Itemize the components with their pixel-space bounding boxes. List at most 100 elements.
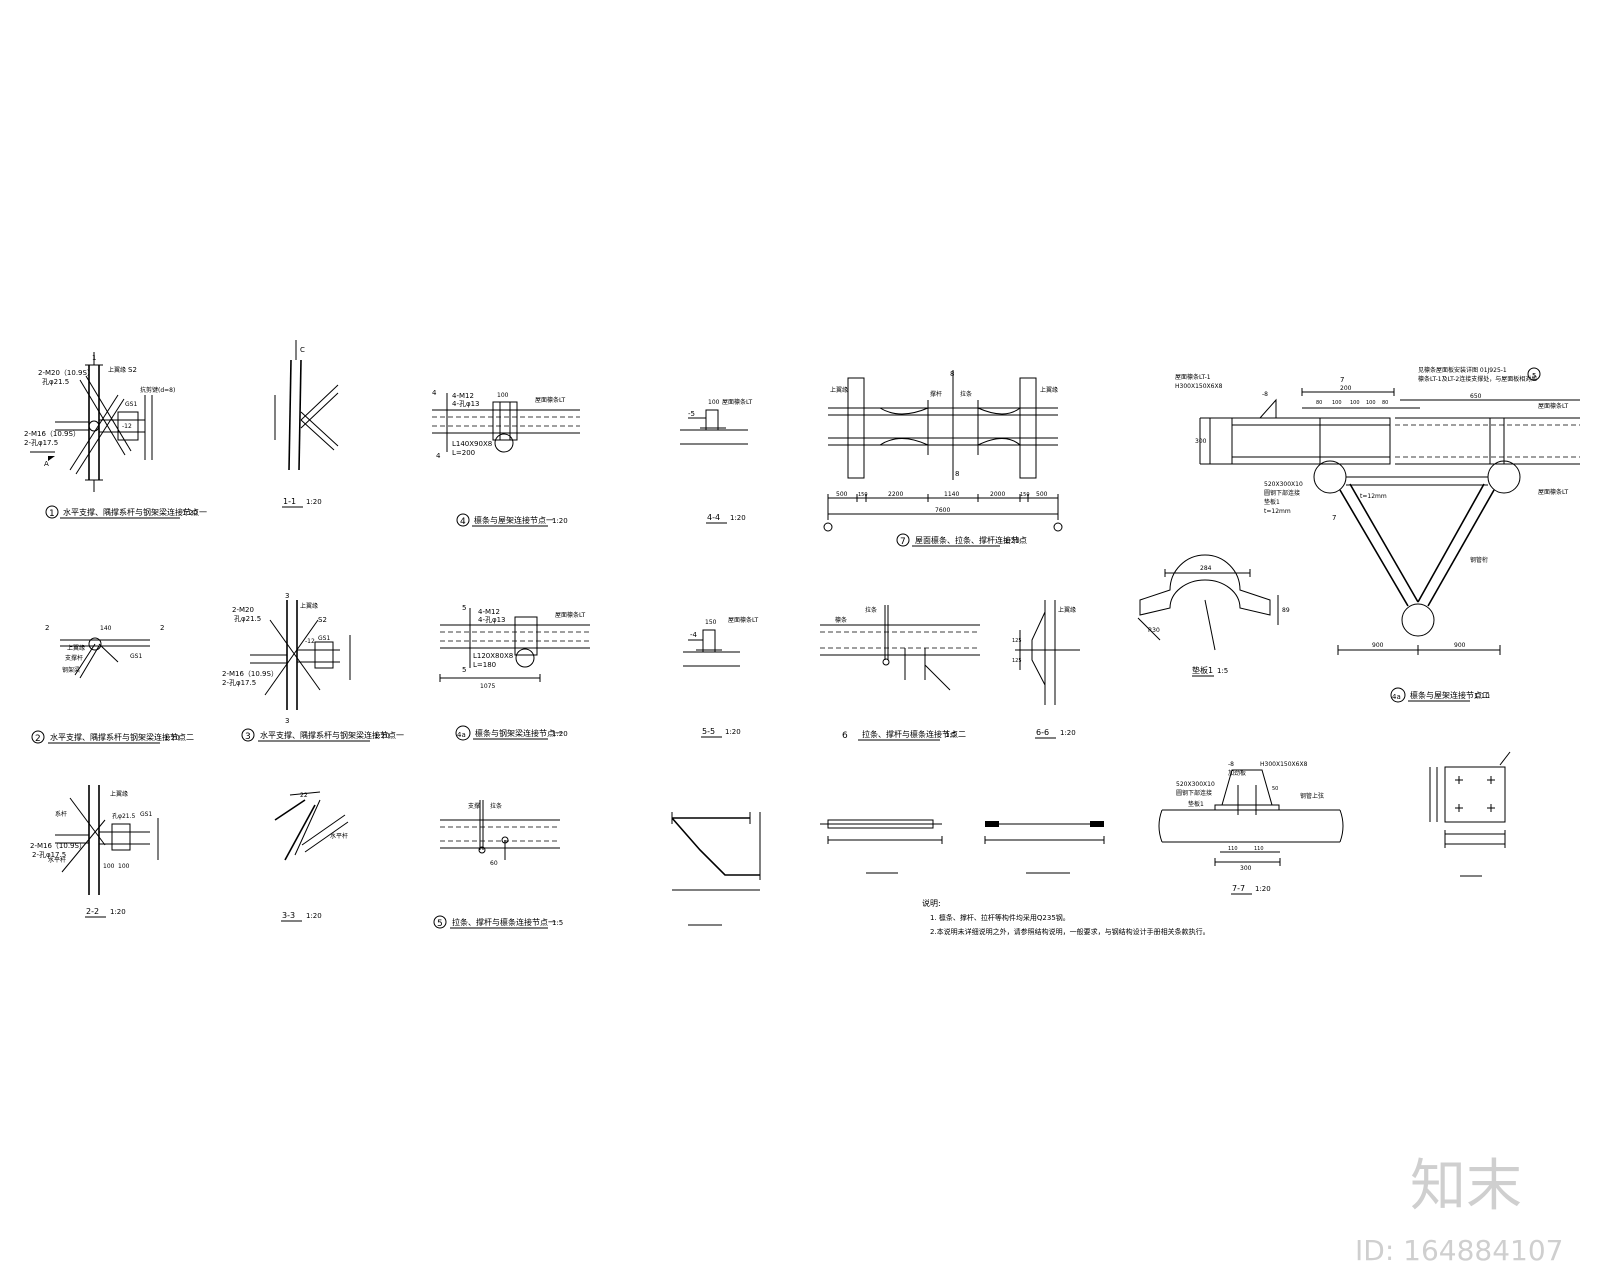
label: 22	[300, 792, 308, 799]
label: 100	[708, 399, 720, 406]
detail-6: 檩条 拉条 6 拉条、撑杆与檩条连接节点二 1:5	[820, 605, 980, 741]
dim: R30	[1148, 627, 1160, 634]
detail-1-1: C 1-1 1:20	[274, 340, 339, 508]
label: 2-M16（10.9S）	[24, 430, 80, 438]
label: 520X300X10	[1176, 781, 1215, 788]
dim: 125	[1012, 658, 1022, 664]
label: 撑杆	[930, 390, 942, 398]
dim: 110	[1228, 846, 1238, 852]
label: 拉条	[865, 606, 877, 614]
circle-num: 2	[35, 734, 41, 744]
dim: 900	[1372, 642, 1384, 649]
label: 拉条	[490, 802, 502, 810]
label: 上翼缘	[67, 644, 85, 652]
label: 屋面檩条LT	[728, 616, 759, 624]
dim: 80	[1382, 400, 1388, 406]
label: GS1	[140, 811, 152, 818]
label: 圆钢下部连接	[1176, 789, 1212, 797]
dim: 89	[1282, 607, 1290, 614]
title: 檩条与钢架梁连接节点一	[475, 728, 563, 738]
label: 屋面檩条LT-1	[1175, 373, 1211, 381]
label: 100	[497, 392, 509, 399]
detail-5-5: 屋面檩条LT -4 150 5-5 1:20	[683, 616, 759, 738]
circle-num: 3	[245, 732, 251, 742]
scale: 1:20	[730, 514, 746, 522]
scale: 1:20	[725, 728, 741, 736]
detail-brace	[820, 819, 943, 874]
label: 水平杆	[330, 832, 348, 840]
label: 屋面檩条LT	[1538, 402, 1569, 410]
dim: 900	[1454, 642, 1466, 649]
title: 拉条、撑杆与檩条连接节点一	[452, 917, 556, 927]
label: 上翼缘	[1058, 606, 1076, 614]
label: 7	[1332, 514, 1336, 522]
detail-5: 拉条 支撑 60 5 拉条、撑杆与檩条连接节点一 1:5	[433, 800, 563, 929]
label: 3	[285, 717, 289, 725]
label: 圆钢下部连接	[1264, 489, 1300, 497]
circle-num: 6	[842, 731, 848, 741]
label: 垫板1	[1264, 498, 1280, 506]
title: 水平支撑、隅撑系杆与钢架梁连接节点一	[260, 730, 404, 740]
dim: 300	[1240, 865, 1252, 872]
dim: 50	[1272, 786, 1278, 792]
dim: 2200	[888, 491, 903, 498]
scale: 1:20	[164, 734, 180, 742]
label: 屋面檩条LT	[1538, 488, 1569, 496]
scale: 1:5	[1217, 667, 1228, 675]
detail-plate1: 284 89 R30 垫板1 1:5	[1137, 554, 1290, 677]
label: GS1	[318, 635, 330, 642]
label: 2-M20	[232, 606, 254, 614]
dim: 1075	[480, 683, 495, 690]
dim: 200	[1340, 385, 1352, 392]
label: -5	[688, 410, 695, 418]
scale: 1:20	[306, 498, 322, 506]
detail-3-3: 22 水平杆 3-3 1:20	[274, 791, 349, 922]
label: 系杆	[55, 810, 67, 818]
label: 4-孔φ13	[478, 616, 506, 624]
label: 抗剪键(d=8)	[140, 386, 175, 394]
label: 4	[436, 452, 441, 460]
label: 5	[1532, 372, 1536, 380]
label: 2	[45, 624, 49, 632]
label: -8	[1228, 761, 1234, 768]
label: 孔φ21.5	[234, 615, 261, 623]
dim: 500	[836, 491, 848, 498]
dim: 300	[1195, 438, 1207, 445]
dim: 150	[1020, 492, 1030, 498]
label: 2-孔φ17.5	[24, 439, 58, 447]
dim: 110	[1254, 846, 1264, 852]
label: 4-M12	[478, 608, 500, 616]
label: 2-孔φ17.5	[222, 679, 256, 687]
title: 2-2	[86, 907, 99, 916]
label: 2-M20（10.9S）	[38, 369, 94, 377]
label: -12	[122, 423, 132, 430]
scale: 1:20	[1255, 885, 1271, 893]
circle-num: 4	[460, 517, 466, 527]
label: L120X80X8	[473, 652, 513, 660]
label: 上翼缘	[830, 386, 848, 394]
dim: 125	[1012, 638, 1022, 644]
title: 4-4	[707, 513, 720, 522]
label: 8	[955, 470, 959, 478]
label: t=12mm	[1360, 493, 1387, 500]
label: A	[44, 460, 49, 468]
scale: 1:20	[552, 730, 568, 738]
label: 上翼缘	[1040, 386, 1058, 394]
detail-3: 2-M20 孔φ21.5 2-M16（10.9S） 2-孔φ17.5 上翼缘 S…	[222, 592, 404, 742]
title: 3-3	[282, 911, 295, 920]
label: S2	[128, 366, 137, 374]
title: 5-5	[702, 727, 715, 736]
dim: 500	[1036, 491, 1048, 498]
label: L=200	[452, 449, 475, 457]
title: 檩条与屋架连接节点一	[474, 515, 554, 525]
dim: 7600	[935, 507, 950, 514]
label: 加劲板	[1228, 769, 1246, 777]
label: GS1	[130, 653, 142, 660]
label: 150	[705, 619, 717, 626]
label: 8	[950, 370, 954, 378]
label: -4	[690, 631, 698, 639]
label: 孔φ21.5	[112, 812, 136, 820]
label: 垫板1	[1188, 800, 1204, 808]
dim: 284	[1200, 565, 1212, 572]
dim: 100	[118, 863, 130, 870]
